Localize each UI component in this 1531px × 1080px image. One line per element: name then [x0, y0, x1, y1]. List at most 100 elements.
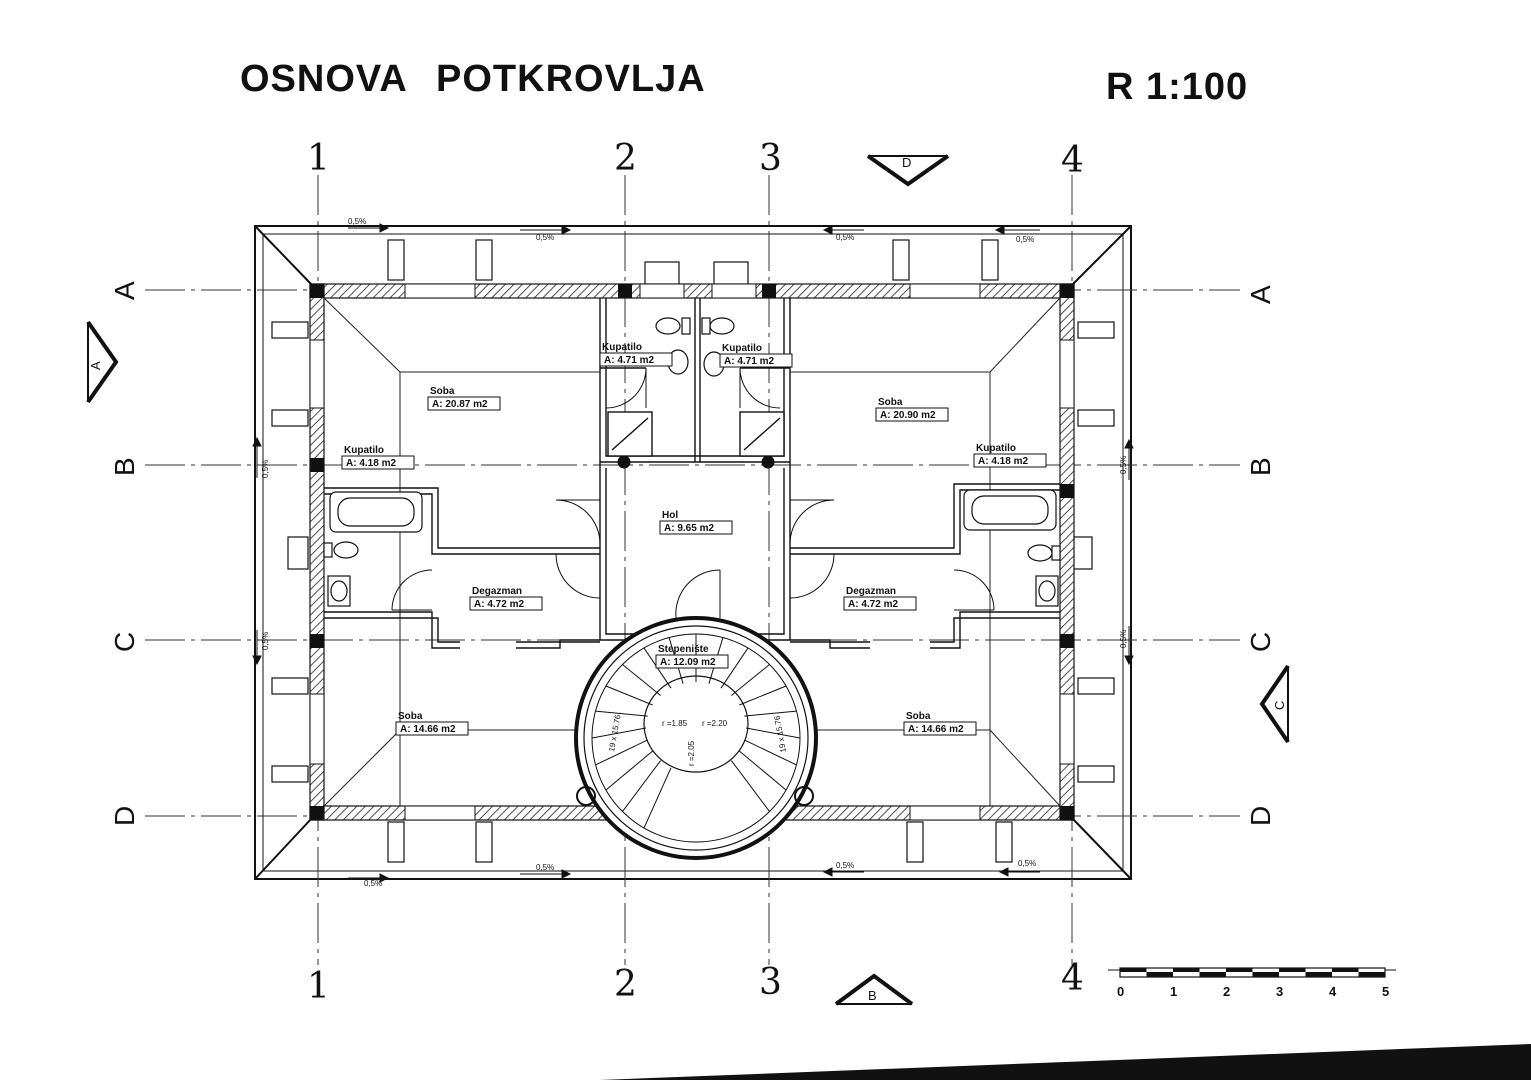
- svg-text:0,5%: 0,5%: [1018, 859, 1036, 868]
- scale-block: [1146, 972, 1173, 977]
- slope-left-2: 0,5%: [252, 630, 270, 666]
- scale-block: [1173, 968, 1200, 972]
- grid-letter-b-left: B: [109, 457, 140, 476]
- scale-block: [1305, 972, 1332, 977]
- sink-left: [327, 575, 351, 607]
- section-marker-d: D: [866, 154, 950, 187]
- window-openings: [309, 283, 1075, 821]
- room-area-box: [599, 352, 673, 367]
- grid-letter-d-left: D: [109, 806, 140, 826]
- grid-number-4-bottom: 4: [1061, 958, 1084, 999]
- columns: [310, 284, 1074, 820]
- room-name: Kupatilo: [976, 443, 1016, 454]
- slope-top-3: 0,5%: [822, 225, 864, 242]
- svg-text:A: A: [88, 361, 103, 370]
- toilet-center-right: [701, 317, 735, 335]
- svg-text:0,5%: 0,5%: [836, 861, 854, 870]
- grid-number-1-top: 1: [307, 138, 330, 179]
- toilet-center-left: [655, 317, 691, 335]
- stair-tread: [744, 739, 797, 766]
- slope-right-2: 0,5%: [1119, 626, 1134, 666]
- scale-label: 0: [1117, 984, 1124, 999]
- stair-radius-2: r =2.20: [702, 719, 728, 728]
- scale-block: [1199, 972, 1226, 977]
- svg-text:0,5%: 0,5%: [348, 217, 366, 226]
- stair-tread: [595, 710, 648, 717]
- room-name: Degazman: [846, 586, 896, 597]
- scale-label: 5: [1382, 984, 1389, 999]
- stair-tread: [605, 750, 654, 791]
- room-area: A: 14.66 m2: [908, 724, 964, 735]
- room-label: Soba A: 14.66 m2: [903, 711, 977, 736]
- room-area-box: [655, 654, 729, 669]
- svg-text:0,5%: 0,5%: [1119, 456, 1128, 474]
- drawing-title: OSNOVA POTKROVLJA: [240, 58, 706, 100]
- stair-radius-1: r =1.85: [662, 719, 688, 728]
- svg-text:0,5%: 0,5%: [1016, 235, 1034, 244]
- svg-text:0,5%: 0,5%: [536, 233, 554, 242]
- room-area-box: [903, 721, 977, 736]
- svg-text:C: C: [1272, 701, 1287, 710]
- sanitary-fixtures: [323, 317, 1061, 607]
- scale-block: [1226, 968, 1253, 972]
- room-name: Soba: [430, 386, 455, 397]
- section-markers: D B A C: [86, 154, 1290, 1006]
- room-name: Kupatilo: [602, 342, 642, 353]
- scale-label: 4: [1329, 984, 1337, 999]
- room-name: Soba: [398, 711, 423, 722]
- grid-letter-a-left: A: [109, 281, 140, 300]
- room-area-box: [659, 520, 733, 535]
- room-name: Soba: [906, 711, 931, 722]
- svg-text:0,5%: 0,5%: [536, 863, 554, 872]
- scale-block: [1120, 968, 1147, 972]
- section-marker-b: B: [834, 973, 914, 1006]
- stair-tread: [591, 727, 647, 739]
- grid-labels: 1 2 3 4 1 2 3 4 A B C D A B C D: [109, 138, 1276, 1007]
- doors: [391, 367, 995, 619]
- room-area-box: [469, 596, 543, 611]
- stair-tread: [739, 685, 787, 706]
- room-area: A: 4.18 m2: [978, 456, 1028, 467]
- stair-tread: [643, 767, 672, 829]
- grid-number-3-bottom: 3: [759, 962, 782, 1003]
- slope-bottom-3: 0,5%: [822, 861, 864, 877]
- slope-right-1: 0,5%: [1119, 438, 1134, 480]
- exterior-walls: [309, 283, 1075, 821]
- stair-tread: [731, 664, 770, 696]
- room-name: Kupatilo: [722, 343, 762, 354]
- stair-tread: [622, 664, 661, 696]
- room-area: A: 9.65 m2: [664, 523, 714, 534]
- svg-text:D: D: [902, 155, 911, 170]
- slope-markers: 0,5% 0,5% 0,5% 0,5% 0,5% 0,5% 0,5% 0,5% …: [252, 217, 1134, 888]
- slope-bottom-1: 0,5%: [348, 873, 390, 888]
- room-name: Stepenište: [658, 644, 709, 655]
- stair-tread: [720, 647, 749, 689]
- slope-top-1: 0,5%: [348, 217, 390, 233]
- grid-number-2-top: 2: [614, 138, 637, 179]
- scale-block: [1279, 968, 1306, 972]
- toilet-left: [323, 541, 359, 559]
- slope-top-4: 0,5%: [994, 225, 1040, 244]
- svg-text:0,5%: 0,5%: [364, 879, 382, 888]
- stair-tread: [738, 750, 787, 791]
- drawing-scale: R 1:100: [1106, 66, 1249, 108]
- bathtub-left: [329, 491, 423, 533]
- room-area: A: 4.18 m2: [346, 458, 396, 469]
- section-marker-c: C: [1259, 664, 1290, 744]
- scale-block: [1252, 972, 1279, 977]
- stair-tread: [744, 710, 797, 717]
- room-area: A: 12.09 m2: [660, 657, 716, 668]
- stair-radius-3: r =2.05: [687, 740, 696, 766]
- bathtub-right: [963, 489, 1057, 531]
- stair-tread: [622, 760, 662, 812]
- room-name: Hol: [662, 510, 678, 521]
- grid-letter-c-right: C: [1245, 632, 1276, 652]
- stair-tread: [605, 685, 653, 706]
